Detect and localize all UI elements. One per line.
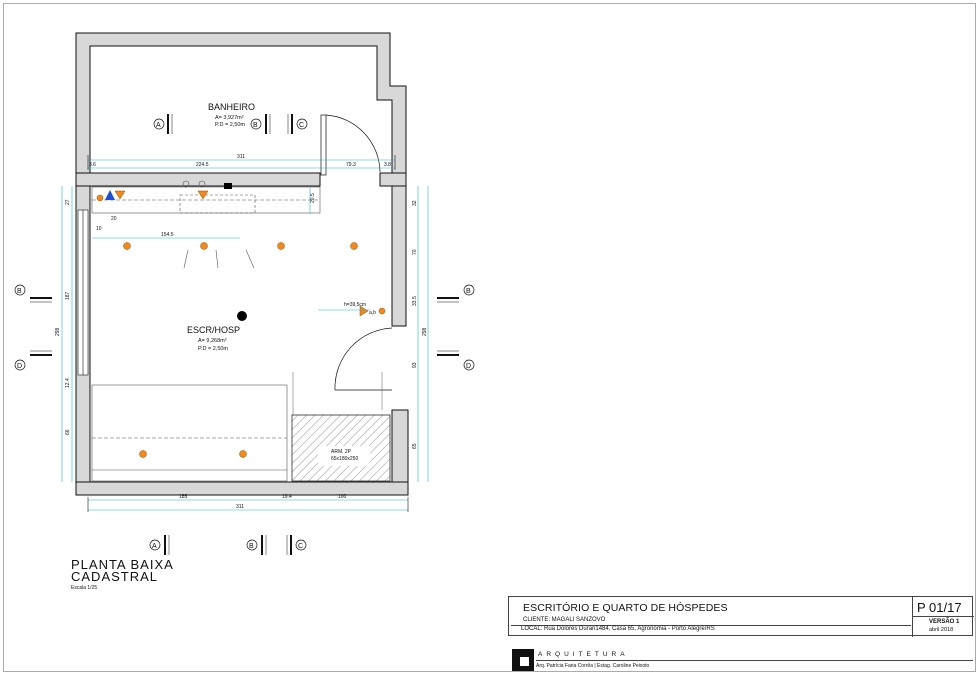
outlet-icon [359,305,369,317]
dim-bottom-c: 100 [338,494,347,500]
annot-height: h=39,5cm [344,302,366,308]
office-name: ARQUITETURA [538,651,629,658]
ac-arrows [182,180,255,269]
desk [91,186,321,214]
room-height: P.D = 2,50m [198,346,228,352]
plan-caption: PLANTA BAIXA CADASTRAL Escala 1/25 [71,557,174,591]
dim-right-b: 70 [412,249,418,255]
dim-bench: 154.5 [161,232,174,238]
dim-right-total: 298 [422,327,428,336]
right-wall-upper [391,185,407,327]
wardrobe: ARM. 2P 65x180x250 [291,414,391,482]
dim-top-total: 311 [237,154,245,160]
light-point [139,450,147,458]
caption-line1: PLANTA BAIXA [71,557,174,572]
dim-left-total: 298 [55,327,61,336]
dim-right-e: 65 [412,443,418,449]
light-point [277,242,285,250]
dim-top-d: 3.8 [384,162,391,168]
window-left [77,209,89,376]
light-point [123,242,131,250]
title-block: ESCRITÓRIO E QUARTO DE HÓSPEDES CLIENTE:… [508,596,976,675]
dim-small-c: 20.5 [310,193,316,203]
marker-c-top: C [299,122,304,129]
version-label: VERSÃO 1 [929,619,960,625]
bathroom-height: P.D = 2,50m [215,122,245,128]
bottom-wall [75,481,409,496]
marker-d-left: D [17,363,22,370]
dim-left-d: 27 [65,199,71,205]
dim-bottom-total: 311 [236,504,244,510]
bathroom-name: BANHEIRO [208,102,255,112]
date-label: abril 2018 [929,627,954,633]
light-point [350,242,358,250]
room-area: A= 9,268m² [198,338,227,344]
dim-right-c: 33.5 [412,296,418,306]
marker-a-bottom: A [152,543,157,550]
dim-top-b: 79.3 [346,162,356,168]
project-title: ESCRITÓRIO E QUARTO DE HÓSPEDES [523,602,728,614]
outlet-icon [197,190,209,200]
marker-d-right: D [466,363,471,370]
switch [105,183,247,321]
dimension-labels: 311 224.5 79.3 3.6 3.8 185 19.4 100 311 … [55,154,428,510]
wardrobe-label: ARM. 2P [331,449,352,455]
light-point [378,307,386,315]
light-point [96,194,104,202]
project-location: LOCAL: Rua Dolores Duran1484, Casa 65, A… [521,626,715,632]
title-block-box: ESCRITÓRIO E QUARTO DE HÓSPEDES CLIENTE:… [508,596,974,637]
dim-small-a: 10 [96,226,102,232]
bed [91,384,288,482]
fixtures [96,190,386,458]
marker-b-left: B [17,288,22,295]
bathroom-door [320,114,381,176]
office-logo-icon [512,649,534,671]
caption-line2: CADASTRAL [71,569,159,584]
dimension-lines [61,155,429,512]
dim-right-d: 93 [412,362,418,368]
dim-top-c: 3.6 [89,162,96,168]
divider-wall [75,172,321,187]
office-line [536,660,973,661]
marker-b-top: B [253,122,258,129]
sheet-number: P 01/17 [917,600,962,615]
marker-b-right: B [466,288,471,295]
annot-ab: a,b [369,310,376,316]
dim-top-a: 224.5 [196,162,209,168]
divider-wall-right [379,172,407,187]
right-wall-lower [391,409,409,483]
sheet-divider [912,597,913,637]
marker-a-top: A [156,122,161,129]
wardrobe-dims: 65x180x250 [331,456,358,462]
dim-left-c: 66 [65,429,71,435]
marker-b-bottom: B [249,543,254,550]
sheet-line [913,616,974,617]
section-marker-labels: A B C A B C B D B D [17,122,471,550]
dim-left-a: 187 [65,291,71,300]
dim-bottom-b: 19.4 [282,494,292,500]
room-name: ESCR/HOSP [187,325,240,335]
dim-bottom-a: 185 [179,494,188,500]
section-markers [14,114,475,555]
light-point [239,450,247,458]
client-name: CLIENTE: MAGALI SANZOVO [523,617,606,623]
title-divider [511,625,911,626]
dim-small-b: 20 [111,216,117,222]
dim-left-b: 12.4 [65,378,71,388]
dim-right-a: 32 [412,200,418,206]
marker-c-bottom: C [298,543,303,550]
bathroom-area: A= 3,927m² [215,115,244,121]
room-door [292,327,393,415]
drawing-frame [3,3,976,672]
outlet-icon [114,190,126,200]
light-point [200,242,208,250]
caption-scale: Escala 1/25 [71,585,98,591]
authors: Arq. Patrícia Faria Corrêa | Estag. Caro… [536,663,650,669]
